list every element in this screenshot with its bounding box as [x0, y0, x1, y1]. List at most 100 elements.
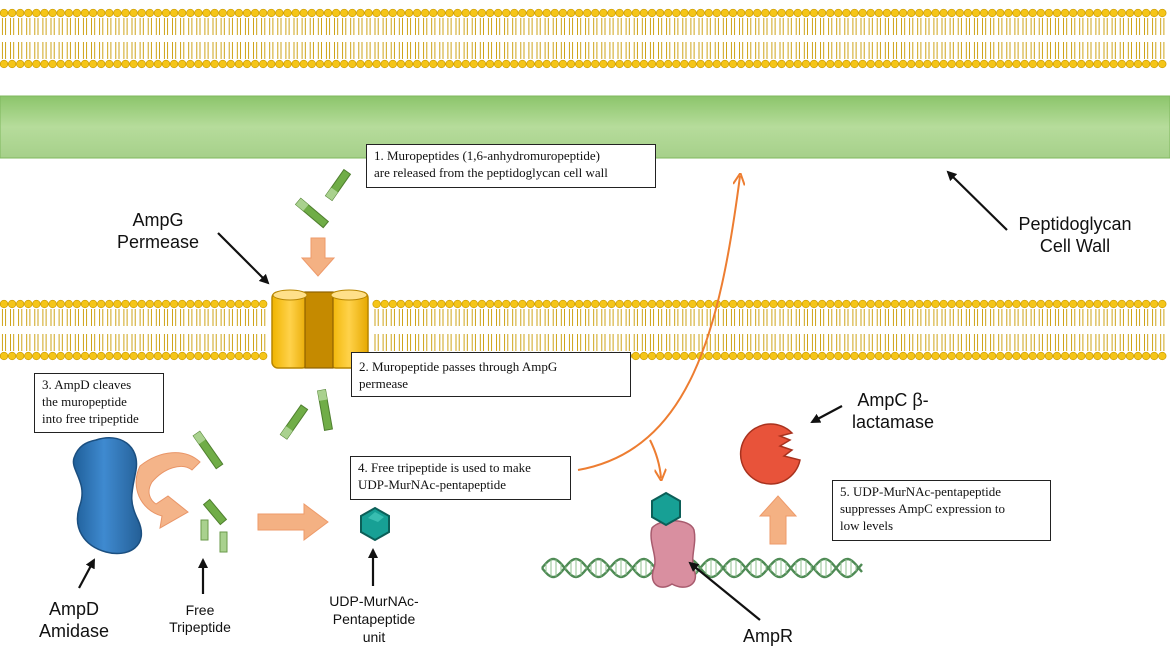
lipid-head: [834, 8, 843, 18]
lipid-head: [161, 351, 171, 361]
lipid-head: [728, 299, 738, 309]
muropeptide-fragment: [294, 168, 352, 229]
lipid-head: [777, 351, 786, 361]
lipid-head: [1077, 351, 1086, 361]
lipid-head: [1117, 8, 1126, 18]
lipid-head: [720, 59, 730, 69]
lipid-head: [558, 8, 568, 18]
step-text: are released from the peptidoglycan cell…: [374, 164, 608, 180]
cleaving-arrow: [135, 452, 201, 529]
lipid-head: [574, 8, 584, 18]
lipid-head: [1060, 299, 1070, 309]
lipid-head: [1012, 299, 1021, 309]
lipid-head: [145, 351, 154, 361]
lipid-head: [801, 351, 811, 361]
lipid-head: [24, 351, 33, 361]
lipid-head: [48, 351, 57, 361]
lipid-head: [218, 8, 227, 18]
lipid-head: [72, 299, 82, 309]
lipid-head: [817, 8, 827, 18]
lipid-head: [963, 8, 973, 18]
lipid-head: [996, 59, 1005, 69]
lipid-head: [566, 8, 576, 18]
lipid-head: [259, 351, 268, 361]
step-text: into free tripeptide: [42, 410, 139, 426]
ampc-beta-lactamase-protein: [739, 423, 801, 485]
lipid-head: [607, 299, 616, 309]
lipid-head: [80, 8, 90, 18]
lipid-head: [785, 299, 794, 309]
lipid-head: [939, 299, 948, 309]
lipid-head: [88, 351, 98, 361]
lipid-head: [591, 299, 600, 309]
lipid-head: [655, 299, 665, 309]
lipid-head: [364, 59, 373, 69]
dna-helix: [541, 557, 863, 579]
lipid-head: [842, 8, 851, 18]
lipid-head: [178, 8, 187, 18]
lipid-head: [931, 351, 940, 361]
lipid-head: [502, 299, 511, 309]
lipid-head: [137, 8, 146, 18]
lipid-head: [793, 8, 802, 18]
lipid-head: [672, 299, 681, 309]
lipid-head: [32, 299, 41, 309]
lipid-head: [242, 8, 252, 18]
lipid-head: [915, 59, 924, 69]
recycling-path: [577, 176, 740, 471]
dna-strand: [541, 557, 863, 579]
lipid-head: [453, 59, 462, 69]
lipid-head: [0, 59, 9, 69]
lipid-head: [396, 299, 406, 309]
lipid-head: [534, 59, 543, 69]
lipid-head: [421, 299, 430, 309]
lipid-head: [0, 351, 9, 361]
lipid-head: [696, 8, 705, 18]
lipid-head: [566, 299, 576, 309]
lipid-head: [161, 8, 171, 18]
lipid-head: [1125, 351, 1135, 361]
lipid-head: [323, 8, 333, 18]
lipid-head: [809, 59, 819, 69]
lipid-head: [48, 299, 57, 309]
lipid-head: [493, 299, 503, 309]
lipid-head: [753, 59, 762, 69]
lipid-head: [218, 59, 227, 69]
lipid-head: [145, 8, 154, 18]
lipid-head: [1141, 351, 1151, 361]
lipid-head: [307, 59, 316, 69]
lipid-head: [720, 8, 730, 18]
lipid-head: [1117, 351, 1126, 361]
lipid-head: [137, 351, 146, 361]
lipid-head: [769, 351, 778, 361]
lipid-head: [971, 59, 981, 69]
lipid-head: [64, 59, 73, 69]
lipid-head: [72, 8, 82, 18]
lipid-head: [388, 8, 397, 18]
lipid-head: [996, 299, 1005, 309]
lipid-head: [194, 351, 203, 361]
lipid-head: [793, 59, 802, 69]
lipid-head: [898, 59, 908, 69]
lipid-head: [631, 59, 640, 69]
label-line: AmpG: [132, 210, 184, 230]
lipid-head: [56, 8, 65, 18]
lipid-head: [7, 351, 17, 361]
lipid-head: [396, 59, 406, 69]
lipid-head: [639, 8, 649, 18]
lipid-head: [591, 59, 600, 69]
lipid-head: [153, 59, 163, 69]
label-line: AmpR: [742, 626, 793, 646]
lipid-head: [510, 8, 519, 18]
lipid-head: [97, 351, 106, 361]
lipid-head: [259, 8, 268, 18]
lipid-head: [129, 59, 138, 69]
lipid-head: [331, 8, 341, 18]
lipid-head: [526, 8, 535, 18]
lipid-head: [1141, 59, 1151, 69]
lipid-head: [1150, 8, 1159, 18]
lipid-head: [1093, 59, 1102, 69]
lipid-head: [1028, 351, 1037, 361]
lipid-head: [931, 8, 940, 18]
